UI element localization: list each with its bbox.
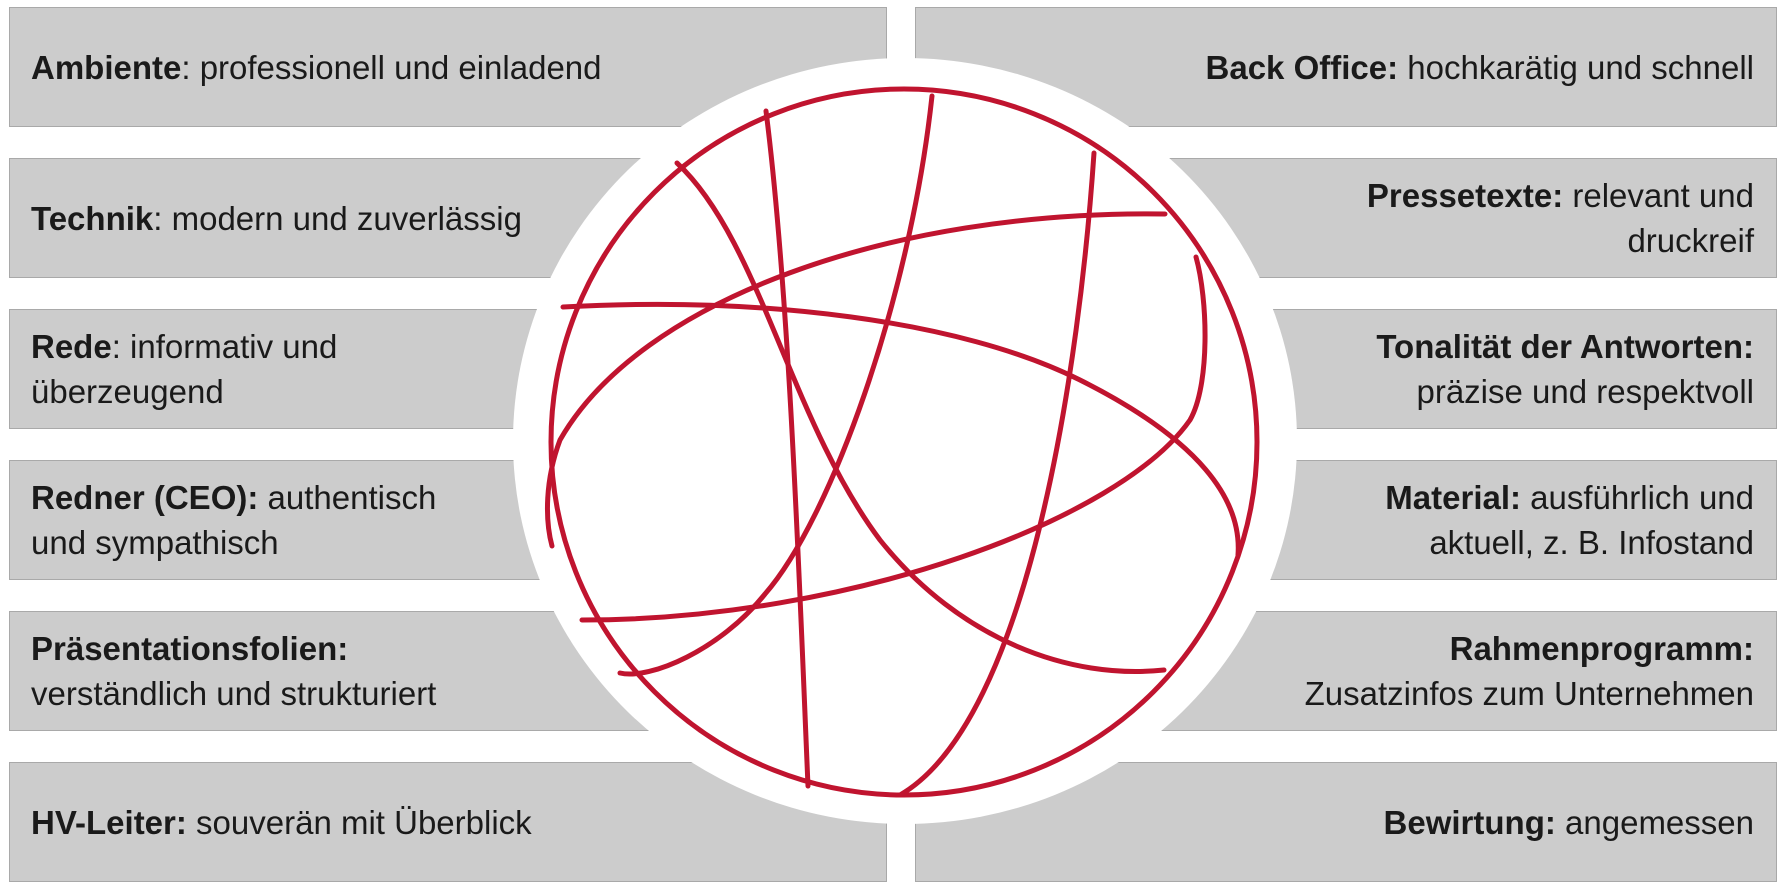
aspect-title: Material: <box>1385 479 1522 516</box>
aspect-line-2: Zusatzinfos zum Unternehmen <box>1304 675 1754 712</box>
aspect-line-2: aktuell, z. B. Infostand <box>1429 524 1754 561</box>
aspect-description: souverän mit Überblick <box>186 803 532 841</box>
aspect-title: HV-Leiter: <box>31 803 187 841</box>
globe-lines <box>545 86 1260 798</box>
aspect-line-1: Material: ausführlich und <box>916 475 1754 520</box>
aspect-description: hochkarätig und schnell <box>1398 48 1754 86</box>
aspect-line-1: Bewirtung: angemessen <box>916 800 1754 845</box>
globe-arc-6 <box>545 211 1168 549</box>
aspect-description: : professionell und einladend <box>181 48 602 86</box>
aspect-title: Präsentationsfolien: <box>31 630 349 667</box>
aspect-title: Tonalität der Antworten: <box>1376 328 1754 365</box>
aspect-line-2: und sympathisch <box>31 524 279 561</box>
aspect-title: Technik <box>31 199 154 237</box>
globe-arc-7 <box>579 254 1208 623</box>
aspect-line-2: druckreif <box>1627 222 1754 259</box>
aspect-line-1: Redner (CEO): authentisch <box>31 475 886 520</box>
aspect-description: ausführlich und <box>1521 479 1754 516</box>
aspect-box-ambiente: Ambiente: professionell und einladend <box>9 7 887 127</box>
aspect-description: : modern und zuverlässig <box>153 199 522 237</box>
aspect-title: Redner (CEO): <box>31 479 259 516</box>
aspect-line-1: Rede: informativ und <box>31 324 886 369</box>
aspect-line-1: Pressetexte: relevant und <box>916 173 1754 218</box>
aspect-line-2: verständlich und strukturiert <box>31 675 437 712</box>
aspect-line-1: Back Office: hochkarätig und schnell <box>916 45 1754 90</box>
aspect-line-1: Rahmenprogramm: <box>916 626 1754 671</box>
aspect-line-1: Präsentationsfolien: <box>31 626 886 671</box>
globe-arc-4 <box>674 160 1167 674</box>
globe-arc-5 <box>560 301 1241 558</box>
aspect-title: Bewirtung: <box>1383 803 1556 841</box>
aspect-description: angemessen <box>1555 803 1754 841</box>
aspect-line-1: Technik: modern und zuverlässig <box>31 196 886 241</box>
aspect-line-1: Tonalität der Antworten: <box>916 324 1754 369</box>
aspect-line-2: überzeugend <box>31 373 224 410</box>
aspect-title: Pressetexte: <box>1366 177 1564 214</box>
aspect-title: Rahmenprogramm: <box>1449 630 1754 667</box>
aspect-title: Back Office: <box>1205 48 1399 86</box>
globe-white-halo <box>513 58 1297 824</box>
globe-arc-2 <box>617 93 935 677</box>
aspect-description: authentisch <box>258 479 437 516</box>
aspect-line-1: HV-Leiter: souverän mit Überblick <box>31 800 886 845</box>
aspect-description: relevant und <box>1563 177 1754 214</box>
globe-arc-1 <box>763 108 811 789</box>
aspect-title: Rede <box>31 328 112 365</box>
aspect-title: Ambiente <box>31 48 182 86</box>
aspect-description: : informativ und <box>111 328 338 365</box>
aspect-line-2: präzise und respektvoll <box>1416 373 1754 410</box>
aspect-line-1: Ambiente: professionell und einladend <box>31 45 886 90</box>
